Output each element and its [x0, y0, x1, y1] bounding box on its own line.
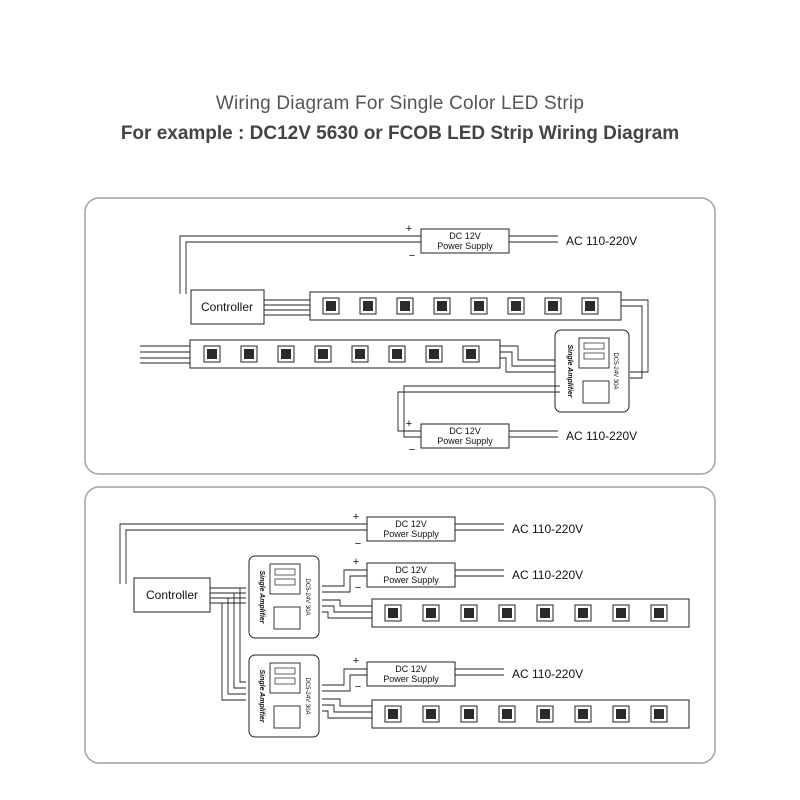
panel-2-frame — [84, 486, 716, 764]
wires-amp-b-strip — [322, 698, 372, 719]
minus-sign: − — [355, 681, 361, 693]
amp-rating: DC5-24V 30A — [304, 578, 310, 615]
plus-sign: + — [353, 556, 359, 568]
plus-sign: + — [406, 418, 412, 430]
power-supply-a: DC 12V Power Supply — [366, 516, 456, 542]
ac-input-label: AC 110-220V — [512, 667, 583, 681]
controller-label: Controller — [201, 300, 253, 314]
power-supply-b: DC 12V Power Supply — [366, 562, 456, 588]
wires-strip1-amp — [621, 299, 649, 379]
amp-rating: DC5-24V 30A — [304, 677, 310, 714]
psu-label-line1: DC 12V — [395, 565, 427, 575]
wires-amp-a-strip — [322, 599, 372, 619]
amp-name: Single Amplifier — [566, 344, 573, 398]
panel-2: DC 12V Power Supply + − AC 110-220V Cont… — [84, 486, 716, 764]
psu-label-line2: Power Supply — [437, 436, 493, 446]
power-supply-c: DC 12V Power Supply — [366, 661, 456, 687]
psu-label-line2: Power Supply — [437, 241, 493, 251]
psu-label-line2: Power Supply — [383, 529, 439, 539]
amplifier-b: Single Amplifier DC5-24V 30A — [248, 654, 320, 738]
psu-label-line1: DC 12V — [395, 519, 427, 529]
wires-strip2-ends — [140, 345, 558, 373]
minus-sign: − — [355, 582, 361, 594]
controller-1: Controller — [190, 289, 265, 325]
wires-psu2 — [397, 385, 560, 438]
panel-1: DC 12V Power Supply + − AC 110-220V Cont… — [84, 197, 716, 475]
ac-input-label: AC 110-220V — [512, 522, 583, 536]
power-supply-2: DC 12V Power Supply — [420, 423, 510, 449]
wires-psu-a — [119, 523, 504, 584]
minus-sign: − — [409, 250, 415, 262]
wires-controller-strip — [264, 299, 310, 316]
wires-psu1 — [179, 235, 558, 294]
controller-label: Controller — [146, 588, 198, 602]
wires-psu-b — [322, 569, 504, 593]
panel-1-frame — [84, 197, 716, 475]
led-strip-2 — [189, 339, 501, 369]
ac-input-label: AC 110-220V — [512, 568, 583, 582]
amp-name: Single Amplifier — [258, 570, 265, 624]
power-supply-1: DC 12V Power Supply — [420, 228, 510, 254]
amplifier-a: Single Amplifier DC5-24V 30A — [248, 555, 320, 639]
plus-sign: + — [353, 511, 359, 523]
amplifier-1: Single Amplifier DC5-24V 30A — [554, 329, 630, 413]
page-title: Wiring Diagram For Single Color LED Stri… — [215, 93, 585, 114]
led-strip-a — [371, 598, 690, 628]
psu-label-line1: DC 12V — [395, 664, 427, 674]
led-strip-1 — [309, 291, 622, 321]
ac-input-label: AC 110-220V — [566, 429, 637, 443]
led-strip-b — [371, 699, 690, 729]
controller-2: Controller — [133, 577, 211, 613]
page-subtitle: For example : DC12V 5630 or FCOB LED Str… — [120, 123, 680, 144]
plus-sign: + — [406, 223, 412, 235]
psu-label-line2: Power Supply — [383, 674, 439, 684]
psu-label-line1: DC 12V — [449, 426, 481, 436]
ac-input-label: AC 110-220V — [566, 234, 637, 248]
amp-name: Single Amplifier — [258, 669, 265, 723]
plus-sign: + — [353, 655, 359, 667]
psu-label-line2: Power Supply — [383, 575, 439, 585]
amp-rating: DC5-24V 30A — [612, 352, 618, 389]
minus-sign: − — [355, 538, 361, 550]
wires-psu-c — [322, 668, 504, 692]
psu-label-line1: DC 12V — [449, 231, 481, 241]
wires-controller-amps — [210, 587, 246, 701]
minus-sign: − — [409, 444, 415, 456]
